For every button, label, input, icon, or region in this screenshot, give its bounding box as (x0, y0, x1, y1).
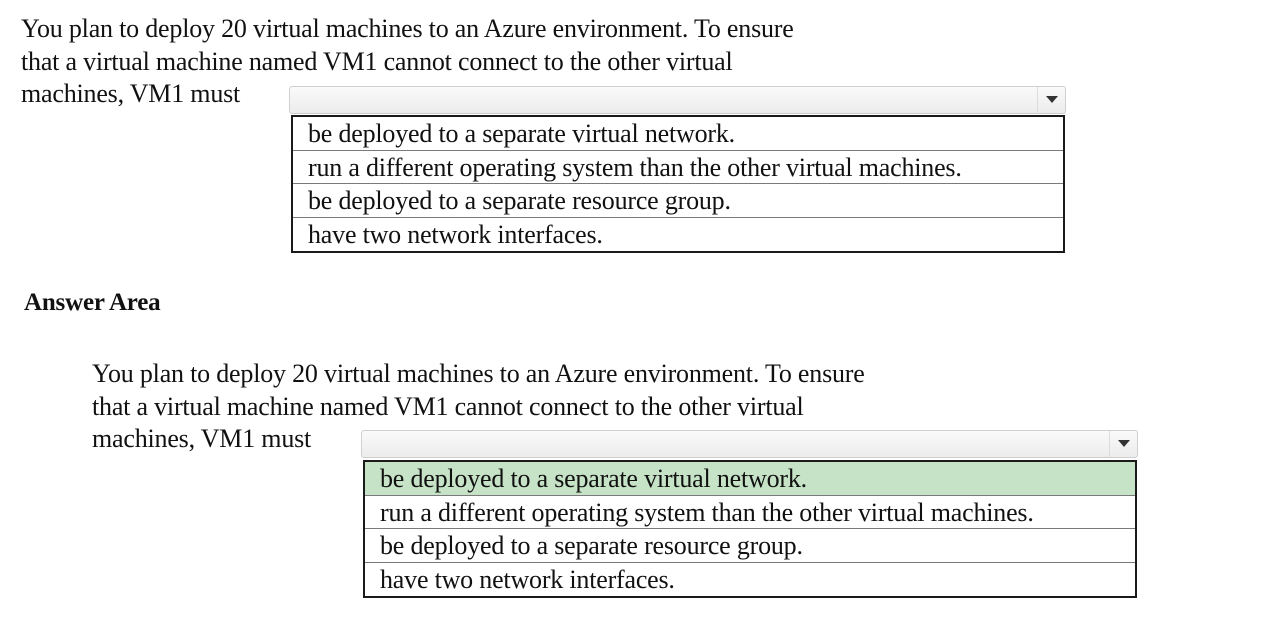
question-option-3[interactable]: be deployed to a separate resource group… (293, 184, 1063, 218)
chevron-down-icon[interactable] (1037, 87, 1065, 113)
answer-option-3[interactable]: be deployed to a separate resource group… (365, 529, 1135, 563)
answer-option-2[interactable]: run a different operating system than th… (365, 496, 1135, 529)
question-option-list: be deployed to a separate virtual networ… (291, 115, 1065, 253)
chevron-down-icon[interactable] (1109, 431, 1137, 457)
question-line-1: You plan to deploy 20 virtual machines t… (21, 14, 794, 43)
answer-option-4[interactable]: have two network interfaces. (380, 564, 675, 594)
question-option-1[interactable]: be deployed to a separate virtual networ… (293, 117, 1063, 151)
answer-option-1-selected[interactable]: be deployed to a separate virtual networ… (365, 462, 1135, 496)
answer-question-line-1: You plan to deploy 20 virtual machines t… (92, 359, 865, 388)
question-line-3: machines, VM1 must (21, 79, 241, 108)
answer-area-heading: Answer Area (24, 289, 161, 316)
question-dropdown[interactable] (289, 86, 1066, 114)
answer-dropdown[interactable] (361, 430, 1138, 458)
answer-question-line-3: machines, VM1 must (92, 424, 312, 453)
question-block: You plan to deploy 20 virtual machines t… (21, 13, 794, 111)
question-option-4[interactable]: have two network interfaces. (308, 219, 603, 249)
question-line-2: that a virtual machine named VM1 cannot … (21, 46, 733, 76)
answer-option-list: be deployed to a separate virtual networ… (363, 460, 1137, 598)
question-option-2[interactable]: run a different operating system than th… (293, 151, 1063, 184)
answer-question-line-2: that a virtual machine named VM1 cannot … (92, 391, 804, 421)
answer-question-block: You plan to deploy 20 virtual machines t… (92, 358, 865, 456)
